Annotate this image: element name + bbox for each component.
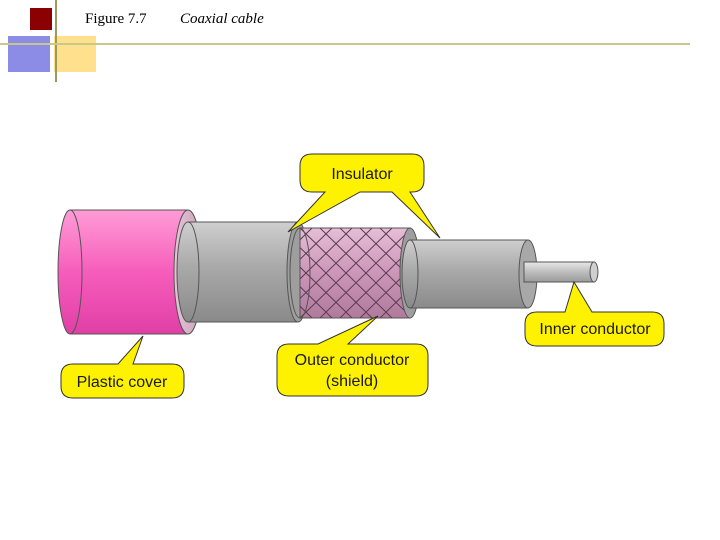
inner-conductor-wire bbox=[523, 261, 599, 283]
slide-decoration bbox=[0, 0, 690, 82]
header-square-dark-red bbox=[30, 8, 52, 30]
callout-insulator: Insulator bbox=[287, 153, 441, 239]
callout-inner-conductor: Inner conductor bbox=[524, 280, 665, 347]
label-outer-conductor-shield: (shield) bbox=[326, 373, 378, 390]
header-square-blue bbox=[8, 36, 50, 72]
callout-outer-conductor: Outer conductor (shield) bbox=[276, 315, 429, 397]
header-square-yellow bbox=[54, 36, 96, 72]
figure-number: Figure 7.7 bbox=[85, 11, 147, 27]
label-plastic-cover: Plastic cover bbox=[77, 374, 168, 391]
label-insulator: Insulator bbox=[331, 166, 393, 183]
outer-insulator bbox=[176, 221, 310, 323]
label-outer-conductor: Outer conductor bbox=[295, 352, 410, 369]
figure-caption: Coaxial cable bbox=[180, 11, 264, 27]
label-inner-conductor: Inner conductor bbox=[539, 321, 651, 338]
inner-insulator bbox=[401, 239, 538, 309]
callout-plastic-cover: Plastic cover bbox=[60, 335, 185, 399]
